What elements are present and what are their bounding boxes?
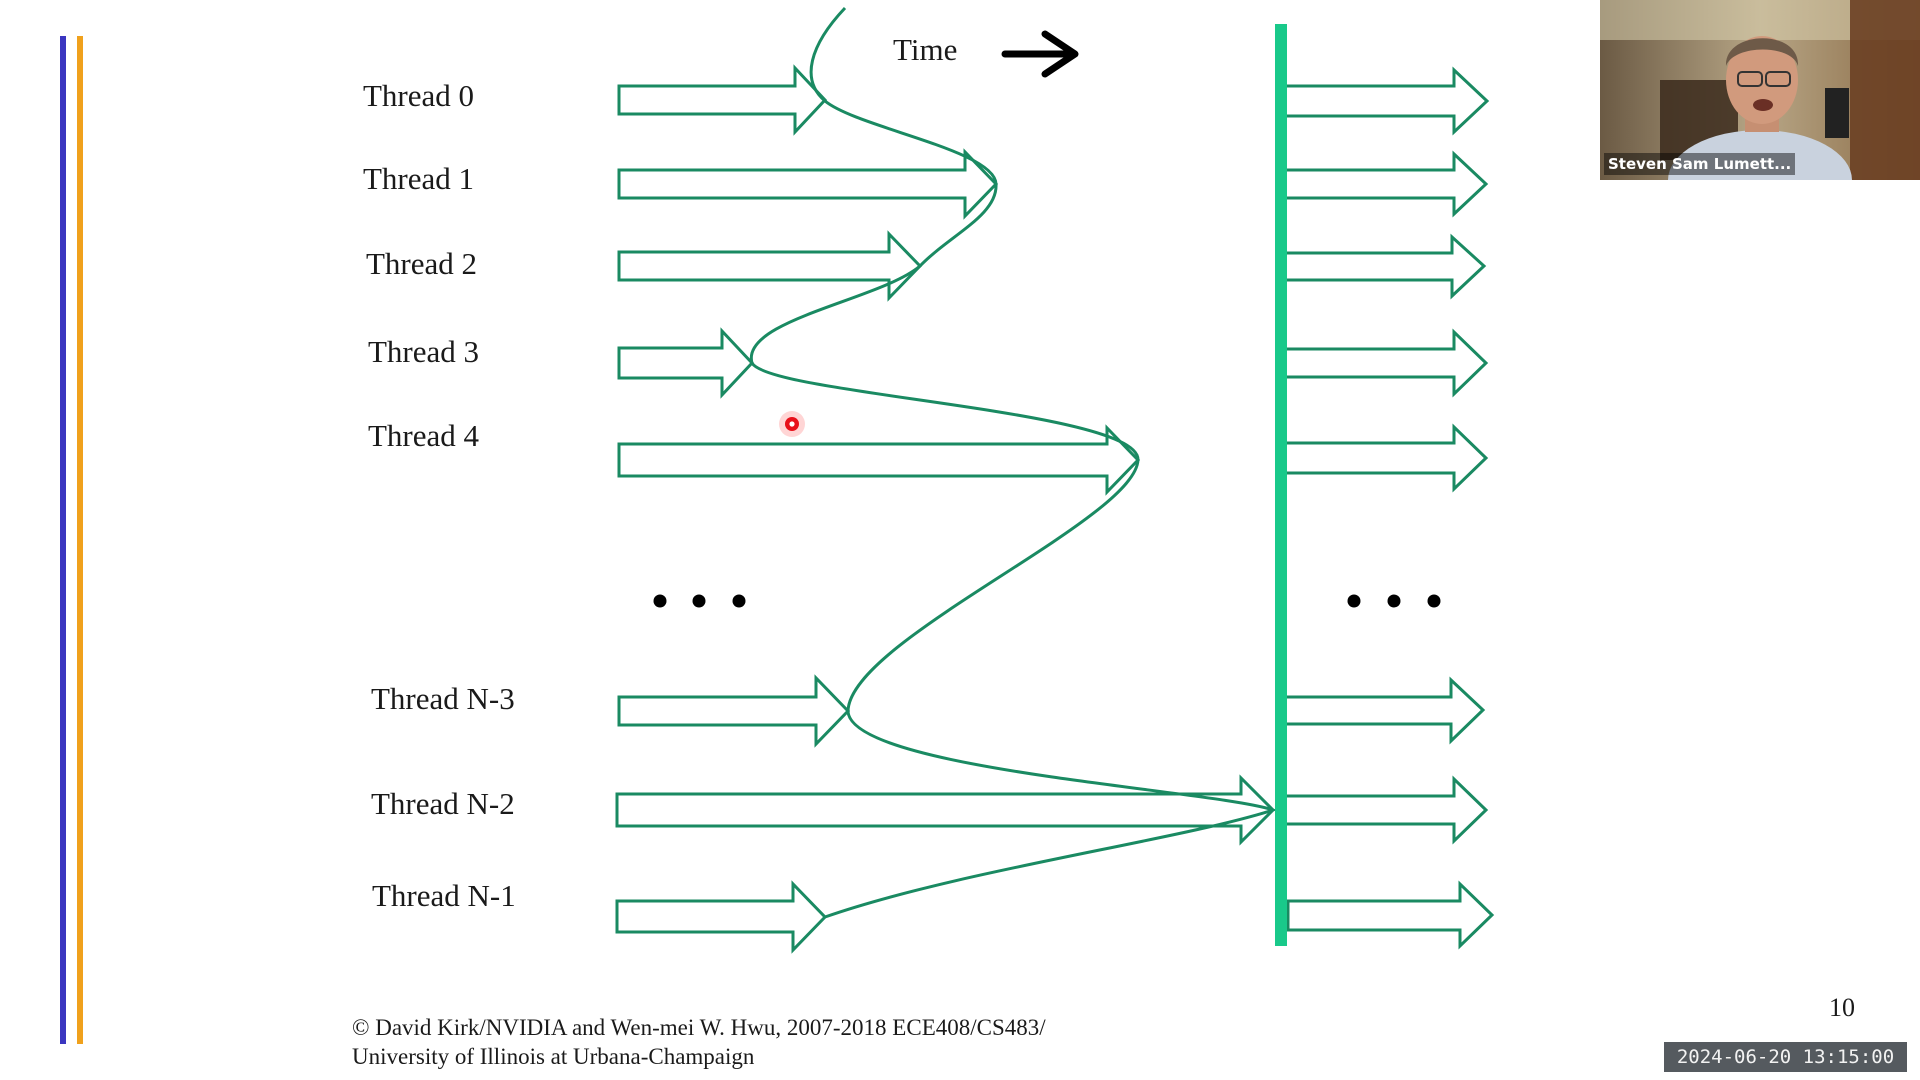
thread-n2-resume-arrow [1278,775,1489,845]
thread-2-work-arrow [617,230,923,302]
thread-label: Thread 3 [368,334,480,369]
copyright-line-2: University of Illinois at Urbana-Champai… [352,1044,755,1069]
thread-label: Thread 0 [363,78,475,113]
thread-label: Thread N-3 [371,681,515,716]
ellipsis-right-icon [1347,594,1441,608]
thread-4-work-arrow [617,424,1141,496]
thread-3-resume-arrow [1281,328,1489,398]
thread-n1-resume-arrow [1286,880,1495,950]
accent-bar-blue [60,36,66,1044]
barrier-line [1275,24,1287,946]
webcam-video [1600,0,1920,180]
thread-n2-work-arrow [615,774,1276,846]
time-label: Time [893,32,958,67]
laser-pointer-icon [779,411,805,437]
copyright-line-1: © David Kirk/NVIDIA and Wen-mei W. Hwu, … [352,1015,1046,1040]
thread-1-work-arrow [617,148,999,220]
thread-label: Thread N-1 [372,878,516,913]
thread-1-resume-arrow [1281,150,1489,218]
page-number: 10 [1829,993,1855,1022]
thread-label: Thread 4 [368,418,480,453]
thread-2-resume-arrow [1281,233,1487,300]
thread-label: Thread N-2 [371,786,515,821]
thread-n3-resume-arrow [1278,676,1486,745]
thread-0-work-arrow [617,64,828,136]
thread-label: Thread 2 [366,246,478,281]
thread-n3-work-arrow [617,674,851,748]
webcam-tile[interactable]: Steven Sam Lumett... [1600,0,1920,180]
thread-4-resume-arrow [1281,423,1489,493]
thread-3-work-arrow [617,327,755,399]
ellipsis-left-icon [653,594,746,608]
thread-n1-work-arrow [615,880,828,954]
time-arrow-icon [1001,30,1079,78]
thread-label: Thread 1 [363,161,475,196]
accent-bar-orange [77,36,83,1044]
recording-timestamp: 2024-06-20 13:15:00 [1664,1042,1907,1072]
completion-time-curve [749,6,1278,919]
participant-name: Steven Sam Lumett... [1604,153,1796,175]
thread-0-resume-arrow [1281,66,1490,136]
